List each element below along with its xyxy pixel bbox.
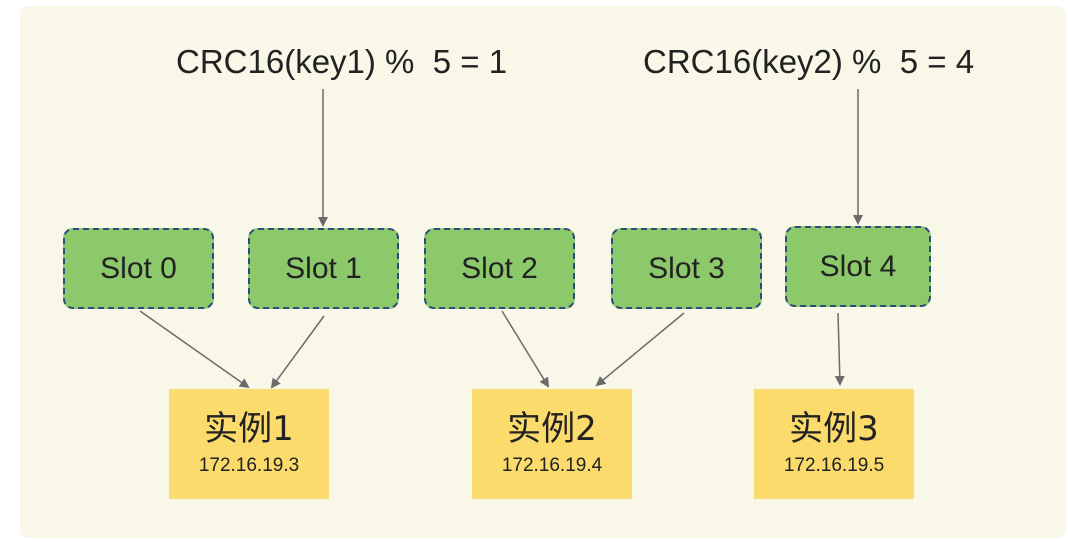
instance-3-box: 实例3 172.16.19.5 (754, 389, 914, 499)
instance-1-name: 实例1 (204, 409, 294, 449)
slot-0-box: Slot 0 (63, 228, 214, 309)
instance-1-box: 实例1 172.16.19.3 (169, 389, 329, 499)
instance-3-name: 实例3 (789, 409, 879, 449)
instance-3-ip: 172.16.19.5 (783, 455, 885, 476)
instance-2-name: 实例2 (507, 409, 597, 449)
instance-2-box: 实例2 172.16.19.4 (472, 389, 632, 499)
instance-1-ip: 172.16.19.3 (198, 455, 300, 476)
slot-3-box: Slot 3 (611, 228, 762, 309)
slot-4-box: Slot 4 (785, 226, 931, 307)
slot-2-box: Slot 2 (424, 228, 575, 309)
slot-1-box: Slot 1 (248, 228, 399, 309)
formula-key1: CRC16(key1) % 5 = 1 (176, 43, 508, 80)
formula-key2: CRC16(key2) % 5 = 4 (643, 43, 975, 80)
instance-2-ip: 172.16.19.4 (501, 455, 603, 476)
